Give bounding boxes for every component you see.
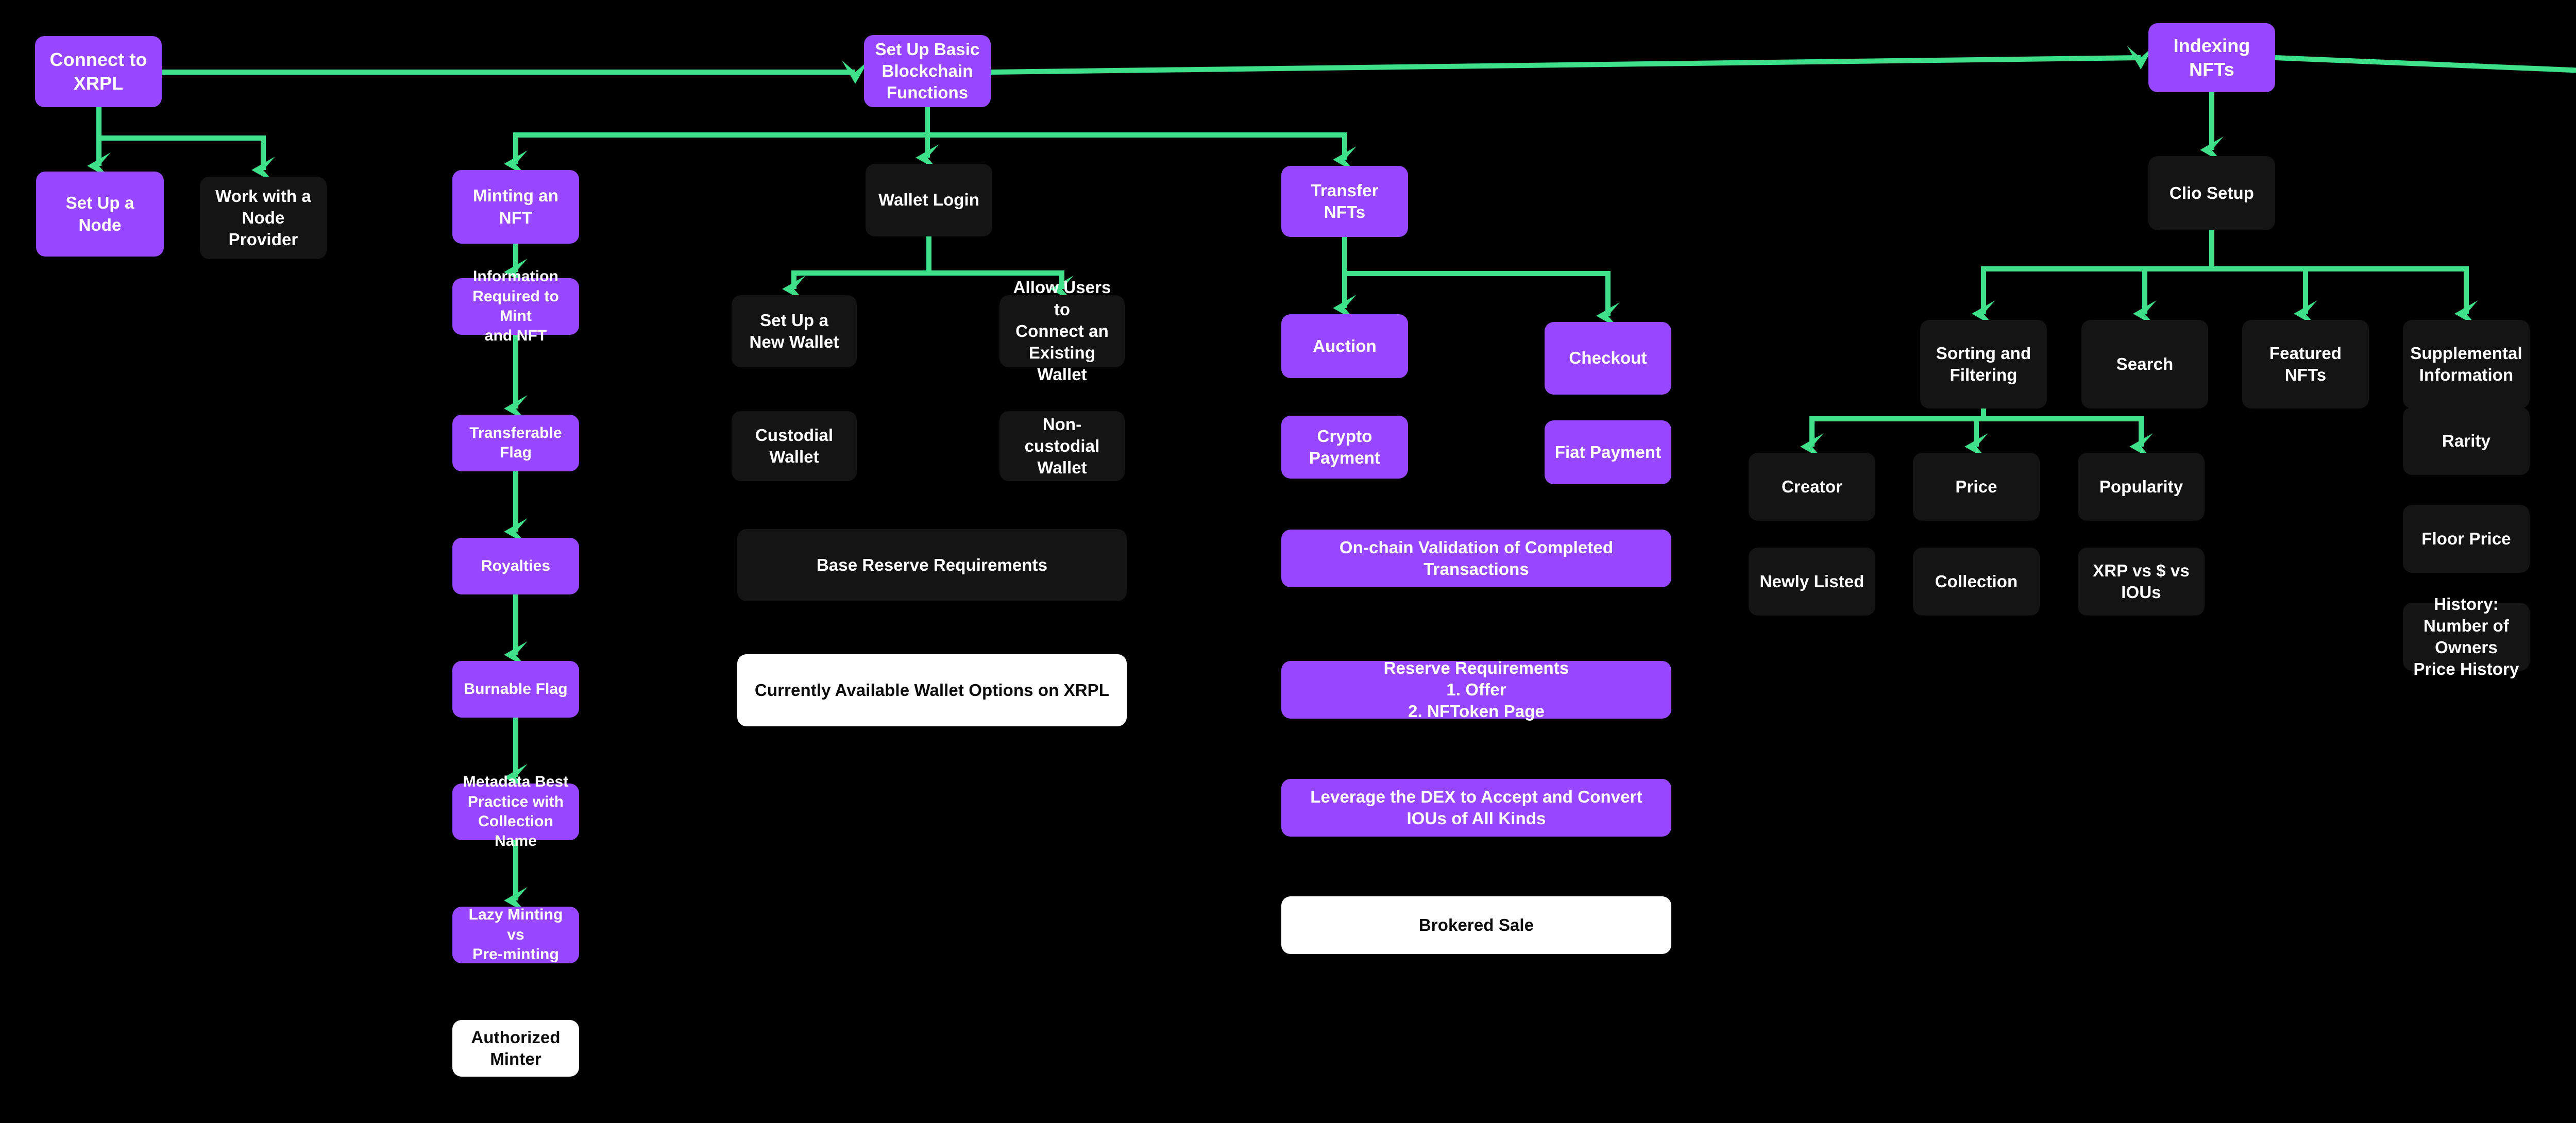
node-crypto-payment[interactable]: Crypto Payment: [1281, 416, 1408, 479]
node-transfer-nfts[interactable]: Transfer NFTs: [1281, 166, 1408, 237]
node-popularity[interactable]: Popularity: [2078, 453, 2205, 521]
node-custodial-wallet[interactable]: Custodial Wallet: [732, 411, 857, 481]
edge-sorting-to-popularity: [1984, 416, 2153, 460]
node-set-up-a-node[interactable]: Set Up a Node: [36, 172, 164, 257]
edge-clio-to-sorting: [1972, 230, 2214, 327]
node-sorting-and-filtering[interactable]: Sorting and Filtering: [1920, 320, 2047, 409]
node-currently-available-wallet-options-on-xrpl[interactable]: Currently Available Wallet Options on XR…: [737, 654, 1127, 726]
node-price[interactable]: Price: [1913, 453, 2040, 521]
node-auction[interactable]: Auction: [1281, 314, 1408, 378]
node-connect-to-xrpl[interactable]: Connect to XRPL: [35, 36, 162, 107]
node-checkout[interactable]: Checkout: [1545, 322, 1671, 395]
node-transferable-flag[interactable]: Transferable Flag: [452, 415, 579, 471]
edge-clio-to-featured: [2212, 266, 2317, 327]
node-rarity[interactable]: Rarity: [2403, 407, 2530, 475]
node-set-up-basic-blockchain-functions[interactable]: Set Up Basic Blockchain Functions: [864, 35, 991, 107]
node-history-number-of-owners-price-history[interactable]: History: Number of Owners Price History: [2403, 594, 2530, 678]
node-authorized-minter[interactable]: Authorized Minter: [452, 1020, 579, 1077]
node-lazy-minting-vs-pre-minting[interactable]: Lazy Minting vs Pre-minting: [452, 906, 579, 963]
edge-basic-to-transfer: [927, 132, 1357, 173]
edge-wallet-to-new-wallet: [782, 236, 931, 302]
edge-sorting-to-creator: [1800, 409, 1986, 460]
edge-indexing-to-caching: [2275, 55, 2576, 73]
node-clio-setup[interactable]: Clio Setup: [2148, 156, 2275, 230]
node-metadata-best-practice[interactable]: Metadata Best Practice with Collection N…: [452, 773, 579, 849]
node-reserve-requirements[interactable]: Reserve Requirements 1. Offer 2. NFToken…: [1281, 658, 1671, 721]
node-work-with-a-node-provider[interactable]: Work with a Node Provider: [200, 177, 327, 259]
edge-basic-to-indexing: [990, 45, 2154, 75]
edge-basic-to-minting: [504, 107, 930, 177]
node-set-up-a-new-wallet[interactable]: Set Up a New Wallet: [732, 295, 857, 367]
node-royalties[interactable]: Royalties: [452, 538, 579, 594]
node-creator[interactable]: Creator: [1749, 453, 1875, 521]
node-on-chain-validation[interactable]: On-chain Validation of Completed Transac…: [1281, 530, 1671, 587]
node-non-custodial-wallet[interactable]: Non-custodial Wallet: [999, 411, 1125, 481]
edge-clio-to-supplemental: [2212, 266, 2478, 327]
node-indexing-nfts[interactable]: Indexing NFTs: [2148, 23, 2275, 92]
node-newly-listed[interactable]: Newly Listed: [1749, 548, 1875, 616]
node-brokered-sale[interactable]: Brokered Sale: [1281, 896, 1671, 954]
node-burnable-flag[interactable]: Burnable Flag: [452, 661, 579, 718]
node-collection[interactable]: Collection: [1913, 548, 2040, 616]
node-leverage-the-dex[interactable]: Leverage the DEX to Accept and Convert I…: [1281, 779, 1671, 837]
edge-sorting-to-price: [1964, 416, 1988, 460]
node-floor-price[interactable]: Floor Price: [2403, 505, 2530, 573]
edge-clio-to-search: [2133, 266, 2212, 327]
node-supplemental-information[interactable]: Supplemental Information: [2403, 320, 2530, 409]
node-base-reserve-requirements[interactable]: Base Reserve Requirements: [737, 529, 1127, 601]
node-minting-an-nft[interactable]: Minting an NFT: [452, 170, 579, 244]
node-information-required-to-mint-and-nft[interactable]: Information Required to Mint and NFT: [452, 268, 579, 344]
node-xrp-vs-dollar-vs-ious[interactable]: XRP vs $ vs IOUs: [2078, 548, 2205, 616]
node-featured-nfts[interactable]: Featured NFTs: [2242, 320, 2369, 409]
node-fiat-payment[interactable]: Fiat Payment: [1545, 420, 1671, 484]
edge-transfer-to-checkout: [1345, 271, 1620, 329]
node-allow-users-to-connect-an-existing-wallet[interactable]: Allow Users to Connect an Existing Walle…: [999, 278, 1125, 384]
node-search[interactable]: Search: [2081, 320, 2208, 409]
edge-connect-to-provider: [96, 107, 275, 183]
node-wallet-login[interactable]: Wallet Login: [866, 164, 992, 236]
